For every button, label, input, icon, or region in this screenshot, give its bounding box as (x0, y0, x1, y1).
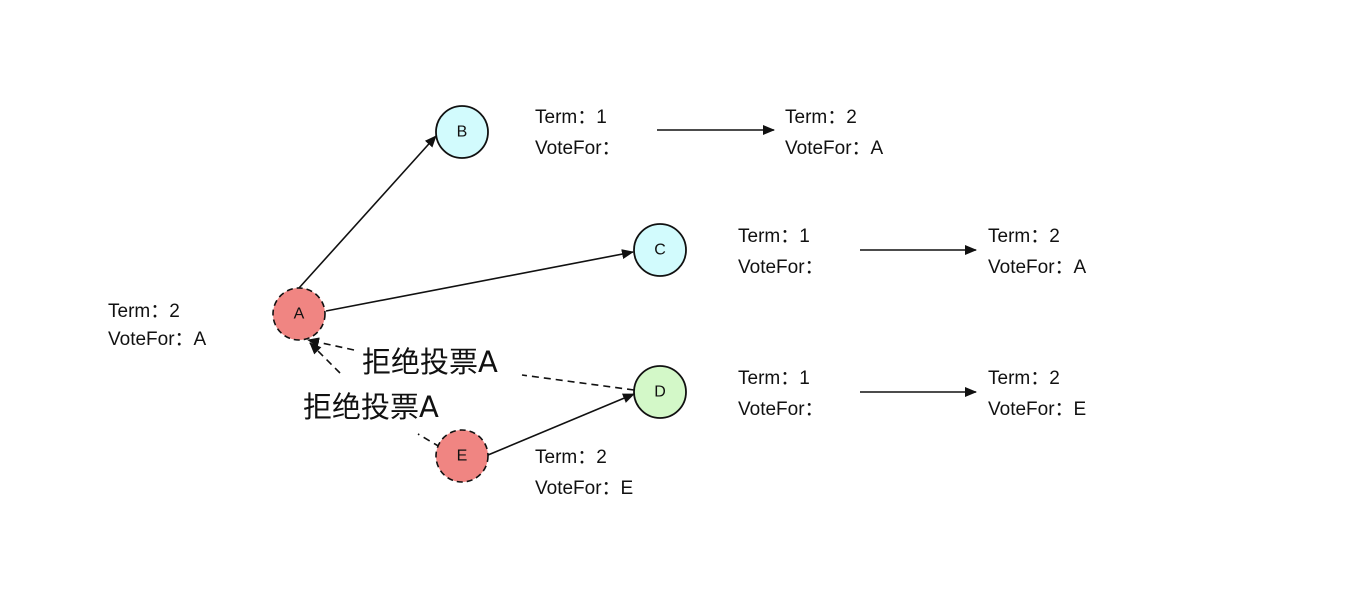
state-d-after-votefor: VoteFor：E (988, 399, 1086, 420)
state-c-before-votefor: VoteFor： (738, 257, 824, 278)
node-e-label: E (457, 448, 468, 465)
edge-a-to-b (298, 135, 437, 289)
edge-e-to-d (487, 393, 635, 456)
state-c-before-term: Term：1 (738, 226, 810, 247)
edge-e-reject-a (310, 343, 441, 448)
reject-label-d: 拒绝投票A (362, 345, 498, 379)
state-d-after-term: Term：2 (988, 368, 1060, 389)
reject-label-e: 拒绝投票A (303, 390, 439, 424)
node-a: A (272, 287, 326, 341)
node-b: B (435, 105, 489, 159)
state-b-after-term: Term：2 (785, 107, 857, 128)
state-b-before-term: Term：1 (535, 107, 607, 128)
state-b-before-votefor: VoteFor： (535, 138, 621, 159)
state-a-term: Term：2 (108, 301, 180, 322)
edge-a-to-c (325, 249, 634, 312)
state-c-after-votefor: VoteFor：A (988, 257, 1087, 278)
node-a-label: A (294, 306, 305, 323)
node-d-label: D (654, 384, 666, 401)
node-e: E (435, 429, 489, 483)
state-a-votefor: VoteFor：A (108, 329, 207, 350)
node-b-label: B (457, 124, 468, 141)
state-d-before-term: Term：1 (738, 368, 810, 389)
state-e-votefor: VoteFor：E (535, 478, 633, 499)
state-e-term: Term：2 (535, 447, 607, 468)
state-d-before-votefor: VoteFor： (738, 399, 824, 420)
node-c: C (633, 223, 687, 277)
state-b-after-votefor: VoteFor：A (785, 138, 884, 159)
state-c-after-term: Term：2 (988, 226, 1060, 247)
node-d: D (633, 365, 687, 419)
node-c-label: C (654, 242, 666, 259)
